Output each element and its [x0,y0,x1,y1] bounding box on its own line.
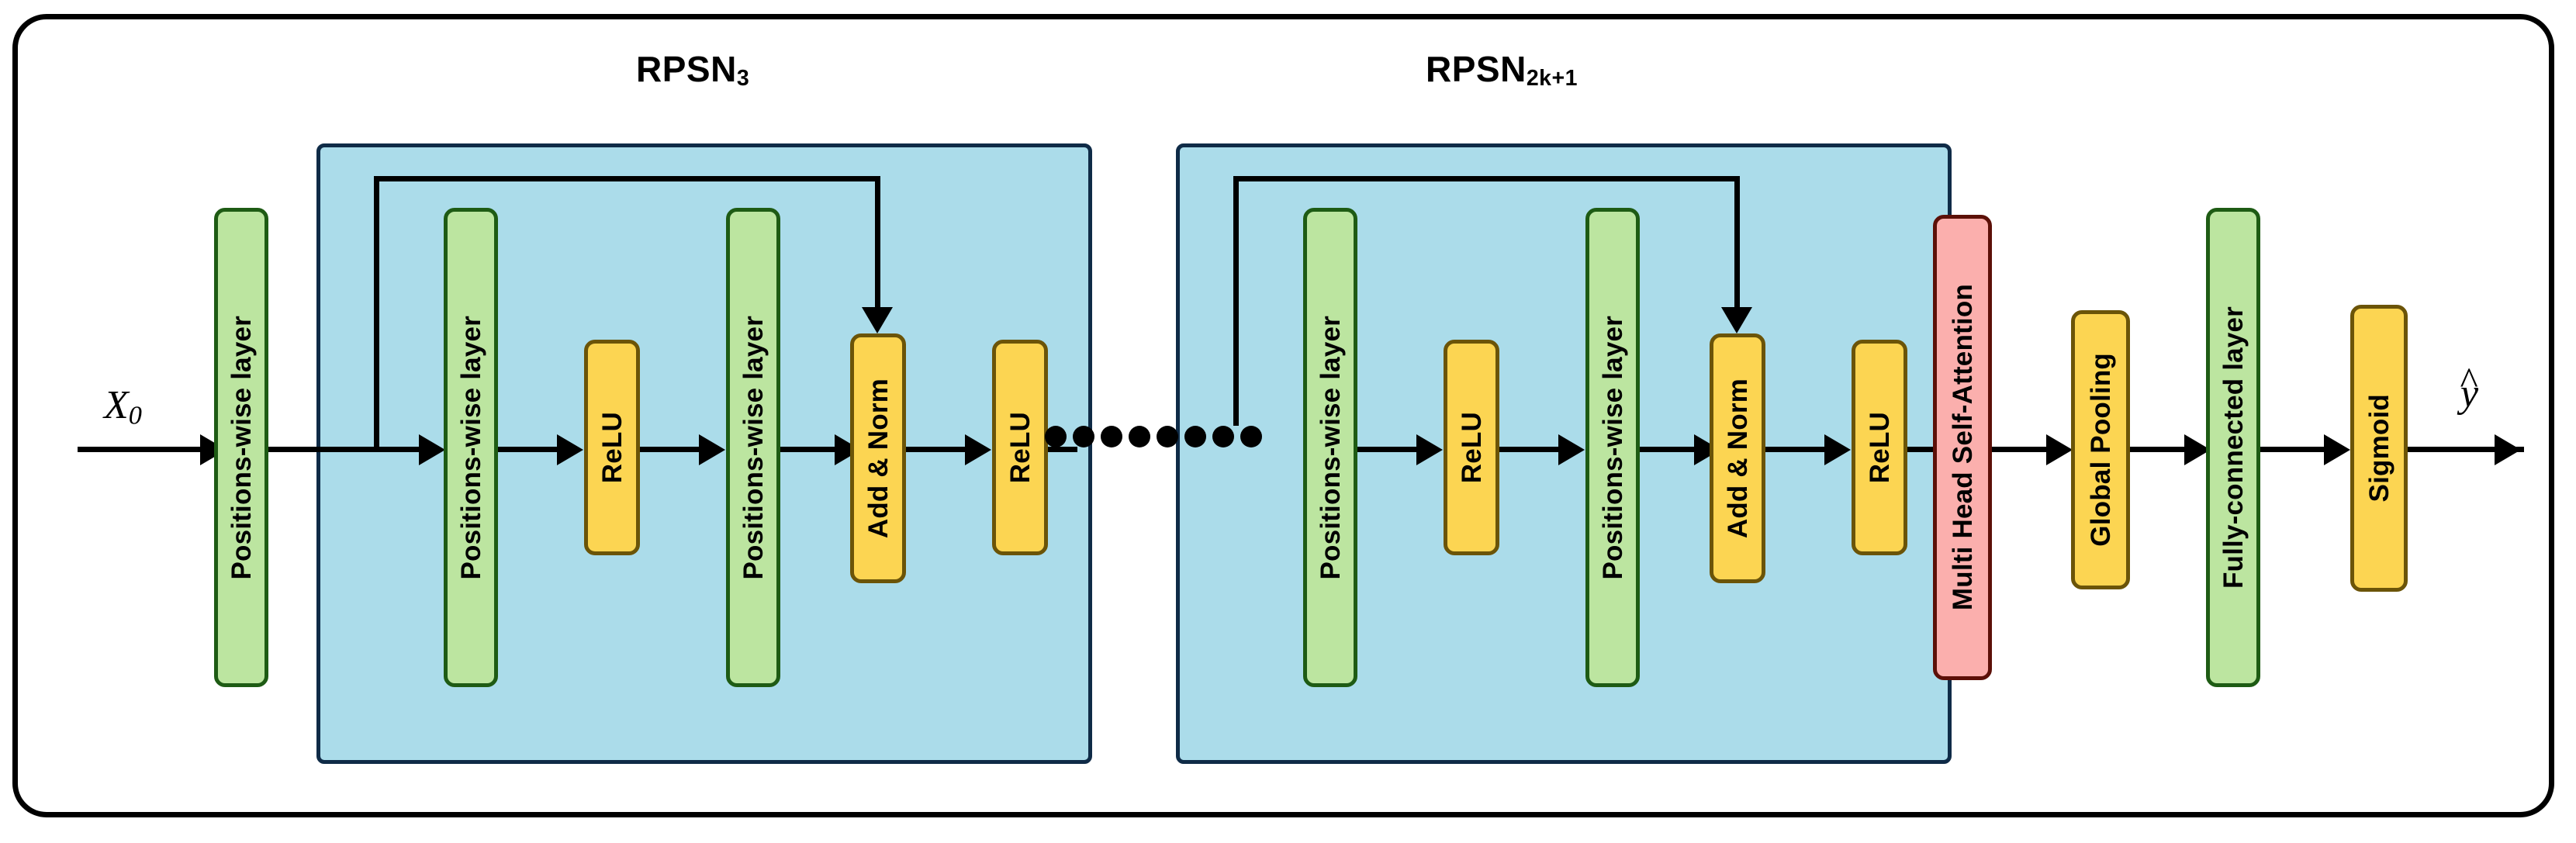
node-label: ReLU [1864,411,1895,484]
flow-line-g1-1 [498,447,558,452]
flow-line-g2-1 [1357,447,1418,452]
output-symbol: y [2460,371,2479,416]
node-label: Add & Norm [863,378,894,539]
node-input-positions-wise-layer[interactable]: Positions-wise layer [214,208,268,687]
skip-arrow-g2 [1721,307,1752,333]
node-label: Multi Head Self-Attention [1947,284,1978,611]
skip-vline-down-g1 [875,176,880,309]
output-label: ^y [2460,360,2479,416]
group-title-main: RPSN [636,49,737,89]
flow-line-pool-to-fc [2130,447,2186,452]
flow-arrow-g2-2 [1558,434,1585,465]
group-title-rpsn-3: RPSN3 [636,48,749,92]
node-label: Sigmoid [2363,394,2394,503]
ellipsis-dot [1240,426,1262,447]
node-label: Positions-wise layer [226,315,257,580]
node-label: Positions-wise layer [738,315,769,580]
flow-line-g1-3 [780,447,836,452]
hat-accent: ^ [2460,360,2478,403]
flow-arrow-g1-1 [557,434,583,465]
flow-arrow-g2-1 [1416,434,1443,465]
node-g2-relu-2[interactable]: ReLU [1852,340,1907,555]
flow-line-g2-2 [1499,447,1560,452]
node-label: Positions-wise layer [455,315,486,580]
group-title-sub: 2k+1 [1526,66,1578,92]
flow-arrow-output [2495,434,2521,465]
skip-vline-down-g2 [1734,176,1740,309]
ellipsis-dot [1157,426,1178,447]
flow-line-g1-to-ellipsis [1048,447,1077,452]
flow-arrow-mhsa-to-pool [2046,434,2073,465]
flow-arrow-fc-to-sigmoid [2324,434,2350,465]
node-label: Positions-wise layer [1597,315,1628,580]
node-g2-add-and-norm[interactable]: Add & Norm [1710,333,1765,583]
node-g2-positions-wise-layer-1[interactable]: Positions-wise layer [1303,208,1357,687]
node-label: ReLU [1004,411,1036,484]
node-g1-positions-wise-layer-1[interactable]: Positions-wise layer [444,208,498,687]
node-sigmoid[interactable]: Sigmoid [2350,305,2408,592]
input-label: X0 [104,383,142,430]
flow-arrow-g2-4 [1824,434,1851,465]
skip-hline-g1 [374,176,880,181]
flow-line-g2-3 [1640,447,1696,452]
skip-arrow-g1 [862,307,893,333]
skip-vline-up-g2 [1233,176,1239,426]
node-g1-positions-wise-layer-2[interactable]: Positions-wise layer [726,208,780,687]
group-title-rpsn-2k1: RPSN2k+1 [1426,48,1578,92]
ellipsis-dot [1212,426,1234,447]
node-label: ReLU [596,411,628,484]
flow-arrow-g1-2 [699,434,725,465]
skip-hline-g2 [1233,176,1740,181]
ellipsis-dot [1073,426,1094,447]
flow-line-g2-4 [1765,447,1826,452]
node-fully-connected-layer[interactable]: Fully-connected layer [2206,208,2260,687]
node-label: Global Pooling [2085,353,2116,547]
flow-arrow-stem-to-g1 [419,434,445,465]
node-g2-relu-1[interactable]: ReLU [1444,340,1499,555]
group-title-main: RPSN [1426,49,1527,89]
node-label: Positions-wise layer [1315,315,1346,580]
node-g1-relu-2[interactable]: ReLU [992,340,1048,555]
node-g2-positions-wise-layer-2[interactable]: Positions-wise layer [1585,208,1640,687]
ellipsis-dot [1101,426,1122,447]
node-label: Add & Norm [1722,378,1753,539]
flow-line-g1-4 [906,447,966,452]
skip-vline-up-g1 [374,176,379,449]
ellipsis-dot [1129,426,1150,447]
group-title-sub: 3 [736,66,750,92]
node-label: ReLU [1456,411,1487,484]
node-label: Fully-connected layer [2218,306,2249,589]
node-g1-relu-1[interactable]: ReLU [584,340,640,555]
flow-line-stem-to-g1 [268,447,420,452]
flow-line-mhsa-to-pool [1992,447,2048,452]
node-global-pooling[interactable]: Global Pooling [2071,310,2130,589]
node-multi-head-self-attention[interactable]: Multi Head Self-Attention [1933,215,1992,680]
flow-line-fc-to-sigmoid [2260,447,2327,452]
node-g1-add-and-norm[interactable]: Add & Norm [850,333,906,583]
flow-line-input [78,447,202,452]
ellipsis-dot [1045,426,1067,447]
flow-line-g1-2 [640,447,700,452]
ellipsis-dot [1184,426,1206,447]
flow-line-output [2408,447,2524,452]
flow-arrow-g1-4 [965,434,991,465]
